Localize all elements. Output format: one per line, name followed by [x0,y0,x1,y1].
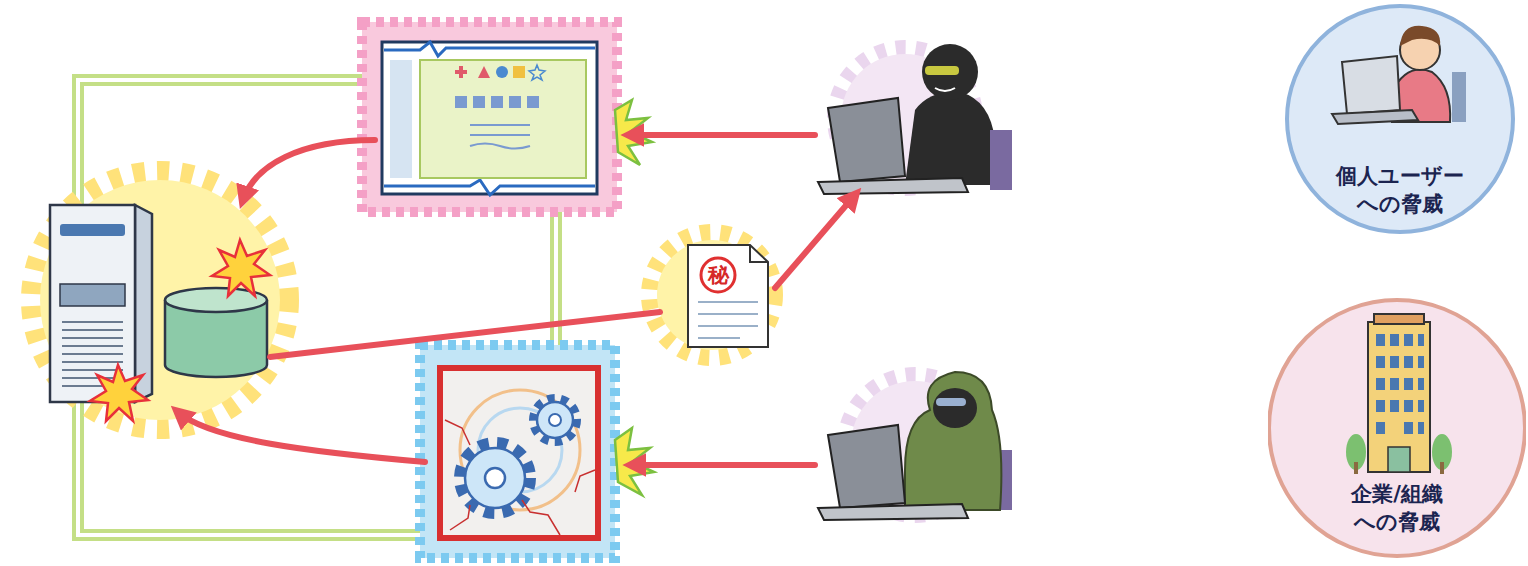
attacker-top [818,44,1012,194]
server-icon [50,205,152,402]
attacker-bottom [818,372,1012,520]
threat-circle: 企業/組織 への脅威 [1268,292,1526,564]
impact-mark [212,240,270,296]
web-window [362,22,652,212]
attack-arrows [178,135,855,465]
threat-circle: 個人ユーザー への脅威 [1272,2,1528,236]
stamp-label: 秘 [703,260,733,290]
secret-document [650,233,774,357]
node-label: 個人ユーザー への脅威 [1325,162,1475,218]
server-burst [32,172,288,428]
database-icon [165,288,267,377]
system-box [420,345,654,558]
impact-mark [90,365,148,421]
node-label: 企業/組織 への脅威 [1322,480,1472,536]
